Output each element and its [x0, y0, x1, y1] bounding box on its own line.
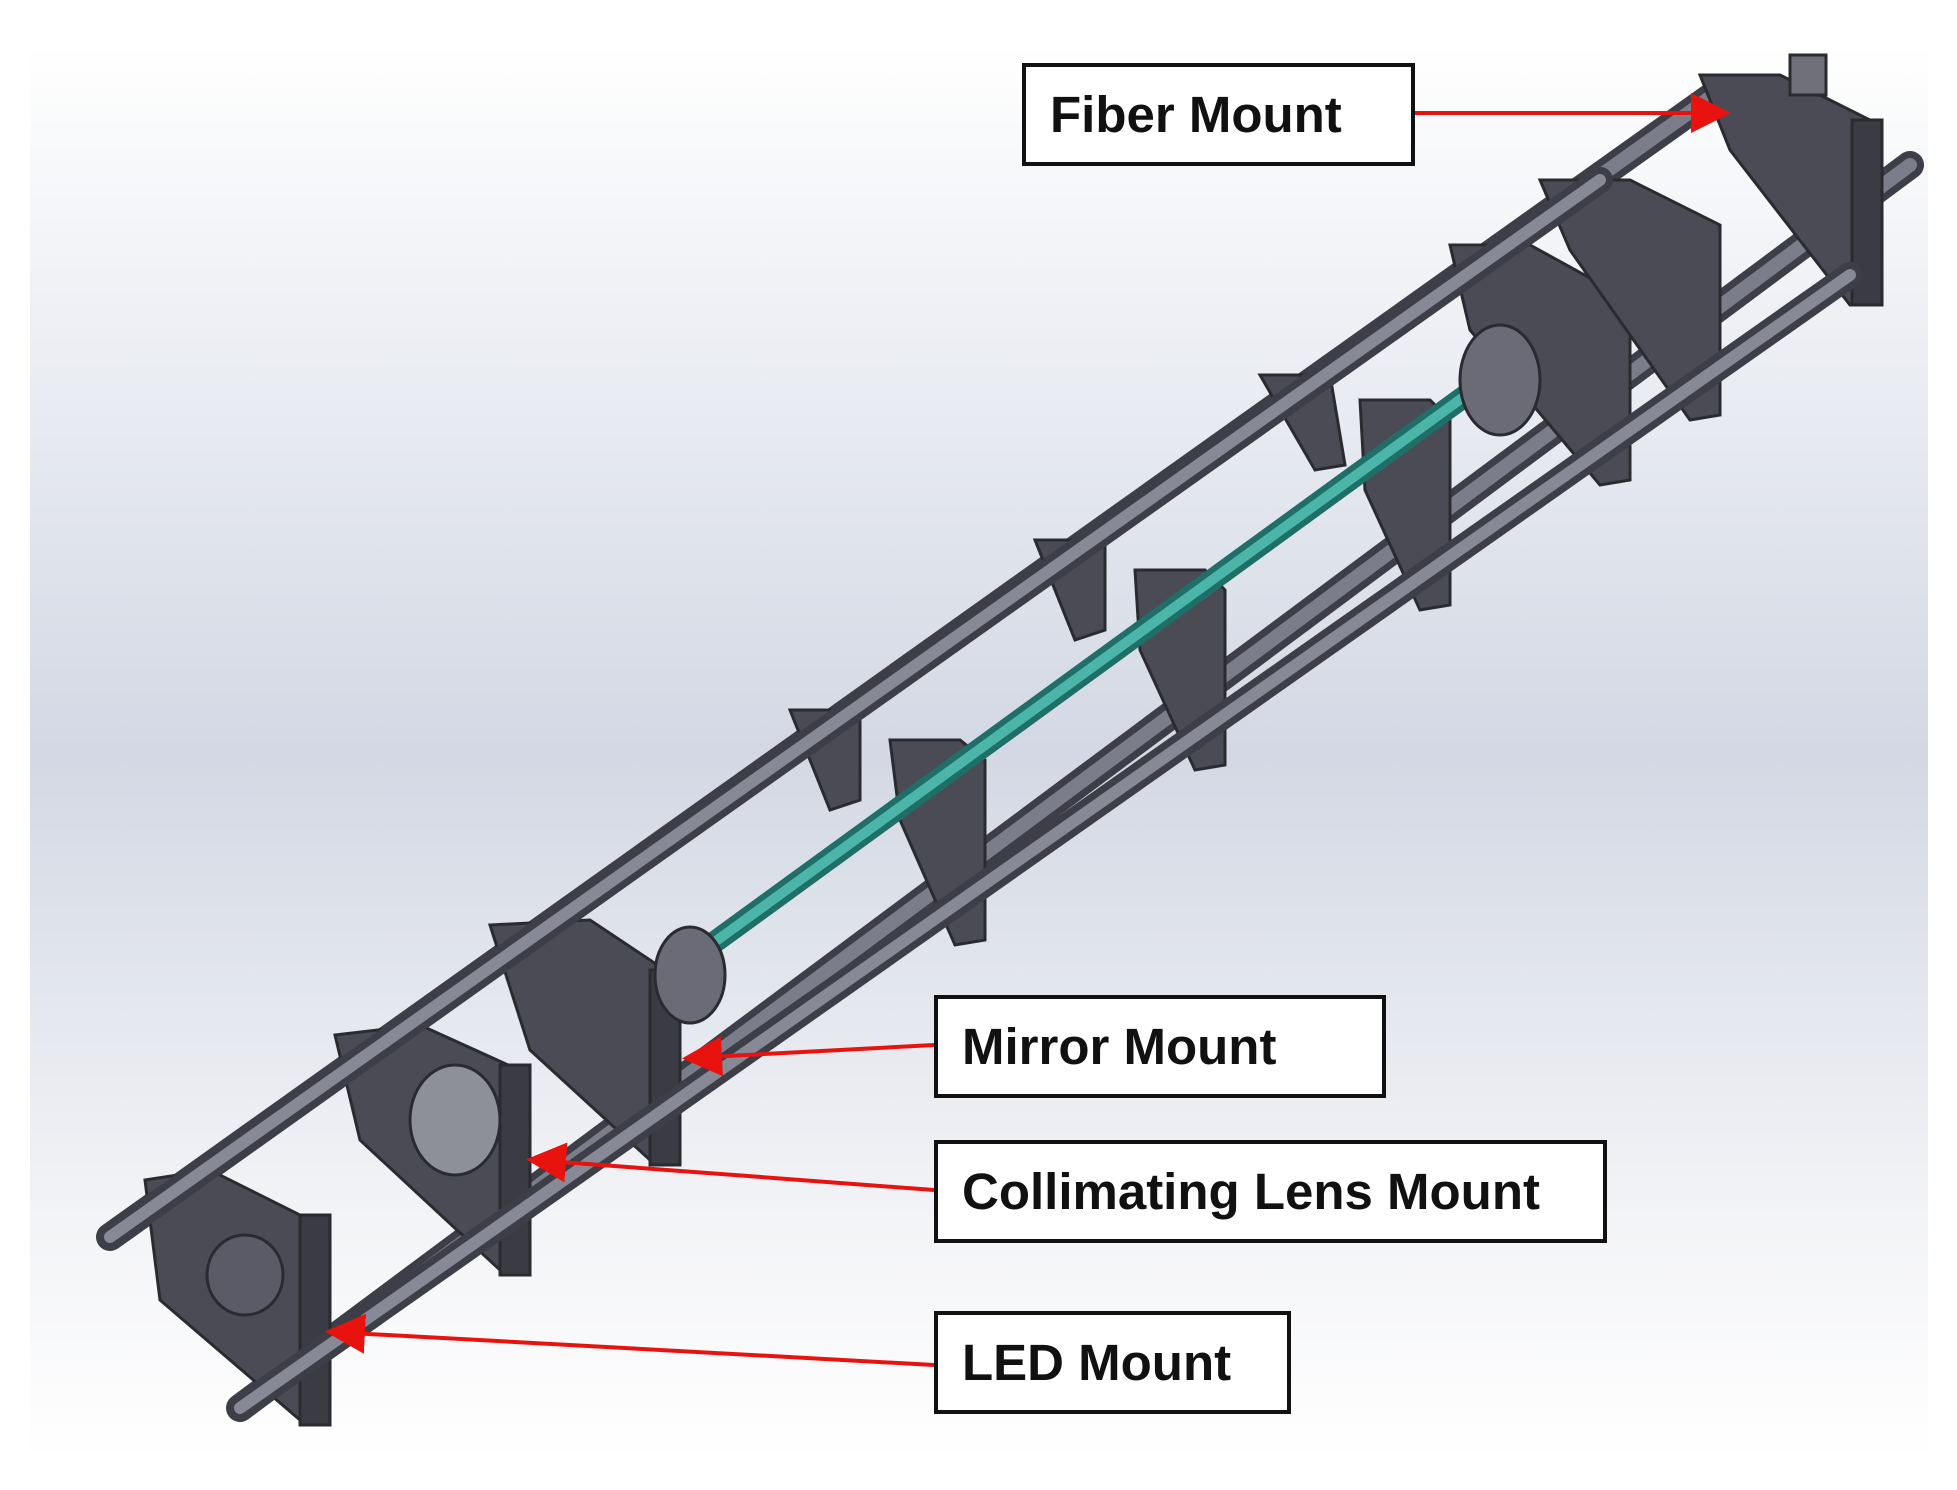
mount-plates	[143, 53, 1884, 1427]
tube-segment	[685, 380, 1485, 965]
rod-group-front	[97, 167, 1863, 1421]
lens-plate-clamp	[498, 1063, 532, 1277]
collimating-lens-mount-label: Collimating Lens Mount	[934, 1140, 1607, 1243]
tube-end-cap	[1458, 323, 1542, 437]
optical-tube	[653, 323, 1542, 1025]
mirror-mount-label: Mirror Mount	[934, 995, 1386, 1098]
cage-rod	[104, 174, 1606, 1243]
fiber-connector	[1788, 53, 1828, 97]
cage-rod	[234, 269, 1856, 1414]
led-mount-arrow	[325, 1313, 935, 1367]
cage-plate	[1537, 178, 1722, 422]
led-mount-clamp	[298, 1213, 332, 1427]
fiber-mount-label: Fiber Mount	[1022, 63, 1415, 166]
led-mount-knob	[205, 1233, 285, 1317]
led-mount-label: LED Mount	[934, 1311, 1291, 1414]
collimating-lens-arrow	[526, 1142, 935, 1192]
lens-aperture	[408, 1063, 502, 1177]
tube-end-cap	[653, 925, 727, 1025]
mirror-mount-arrow	[682, 1036, 935, 1077]
callout-arrows	[325, 93, 1731, 1367]
